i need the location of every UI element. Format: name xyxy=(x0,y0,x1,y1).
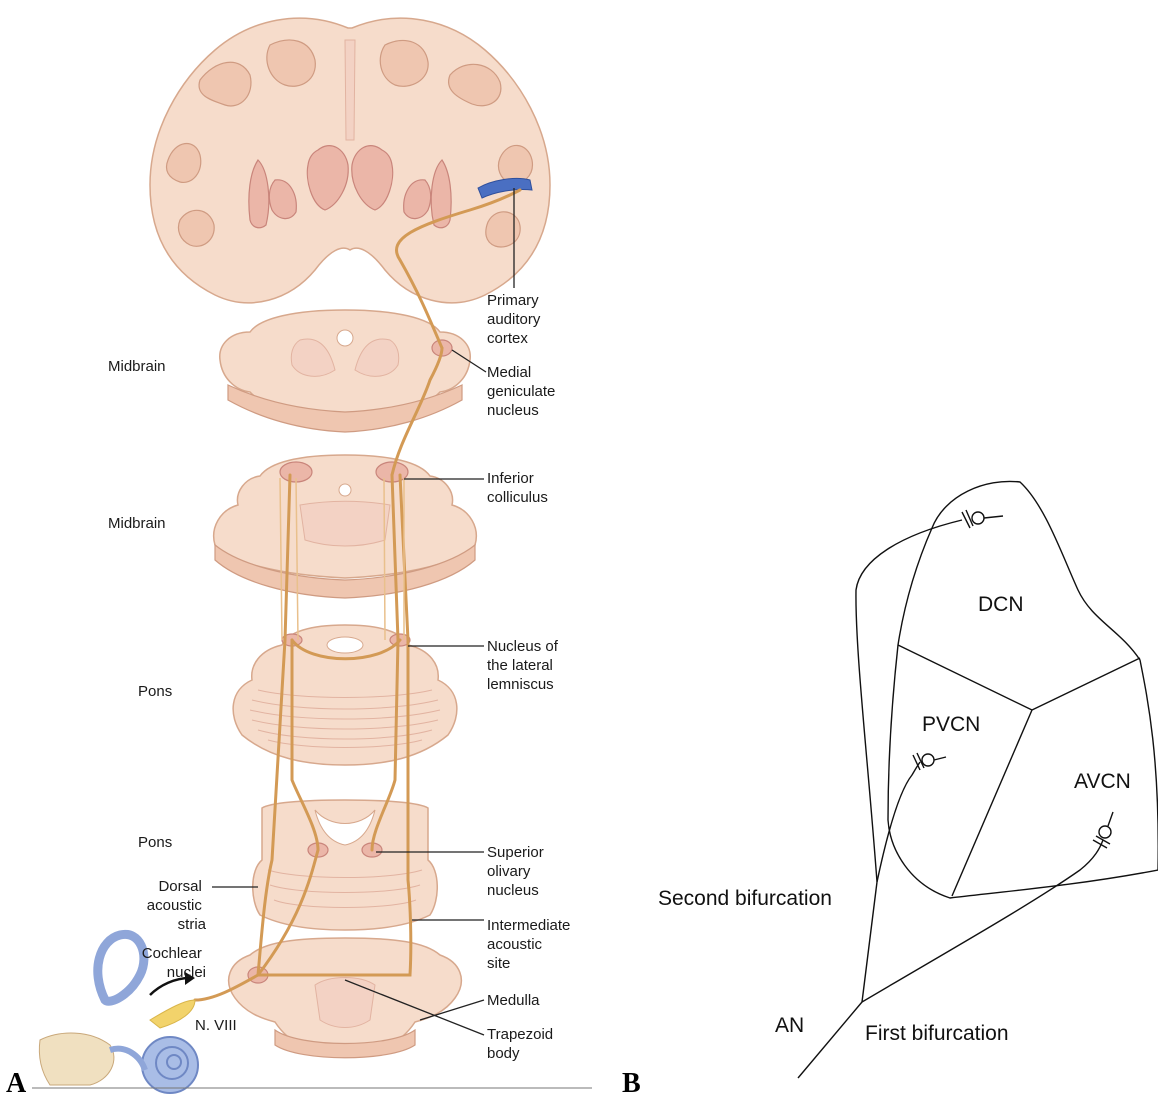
synapse-pvcn xyxy=(913,753,946,770)
label-trapezoid-body: Trapezoid body xyxy=(487,1026,557,1062)
label-pons-lower: Pons xyxy=(138,834,172,851)
label-midbrain-upper: Midbrain xyxy=(108,358,166,375)
label-first-bifurcation: First bifurcation xyxy=(865,1022,1009,1045)
auditory-nerve-fiber xyxy=(798,1002,862,1078)
second-bifurcation-branch-dcn xyxy=(856,520,962,882)
midbrain-lower-section xyxy=(214,455,477,598)
label-second-bifurcation: Second bifurcation xyxy=(658,887,832,910)
cochlear-nucleus-outline xyxy=(888,481,1158,898)
label-dcn: DCN xyxy=(978,593,1024,616)
cochlear-nerve xyxy=(150,1000,195,1028)
first-bifurcation-branch-upper xyxy=(862,882,877,1002)
label-inferior-colliculus: Inferior colliculus xyxy=(487,470,548,506)
synapse-dcn xyxy=(962,510,1003,528)
dcn-avcn-border xyxy=(1032,658,1140,710)
label-an: AN xyxy=(775,1014,804,1037)
synapse-avcn xyxy=(1093,812,1113,848)
label-superior-olivary-nucleus: Superior olivary nucleus xyxy=(487,844,548,899)
label-intermediate-acoustic-site: Intermediate acoustic site xyxy=(487,917,575,972)
label-medulla: Medulla xyxy=(487,992,540,1009)
pvcn-avcn-border xyxy=(952,710,1032,896)
label-cochlear-nuclei: Cochlear nuclei xyxy=(142,945,206,981)
label-primary-auditory-cortex: Primary auditory cortex xyxy=(487,292,545,347)
panel-a: Midbrain Midbrain Pons Pons Medulla Prim… xyxy=(6,18,592,1095)
panel-label-b: B xyxy=(622,1068,641,1095)
medulla-section xyxy=(229,938,462,1058)
panel-b: DCN PVCN AVCN Second bifurcation AN Firs… xyxy=(622,481,1158,1095)
cochlea xyxy=(142,1037,198,1093)
label-nucleus-lateral-lemniscus: Nucleus of the lateral lemniscus xyxy=(487,638,562,693)
label-pons-upper: Pons xyxy=(138,683,172,700)
dcn-pvcn-border xyxy=(898,645,1032,710)
second-bifurcation-branch-pvcn xyxy=(877,762,920,882)
panel-label-a: A xyxy=(6,1068,27,1095)
label-medial-geniculate-nucleus: Medial geniculate nucleus xyxy=(487,364,560,419)
label-dorsal-acoustic-stria: Dorsal acoustic stria xyxy=(147,878,207,933)
label-midbrain-lower: Midbrain xyxy=(108,515,166,532)
first-bifurcation-branch-avcn xyxy=(862,840,1103,1002)
coronal-brain-section xyxy=(150,18,550,303)
label-pvcn: PVCN xyxy=(922,713,980,736)
label-nerve-viii: N. VIII xyxy=(195,1017,237,1034)
label-avcn: AVCN xyxy=(1074,770,1131,793)
